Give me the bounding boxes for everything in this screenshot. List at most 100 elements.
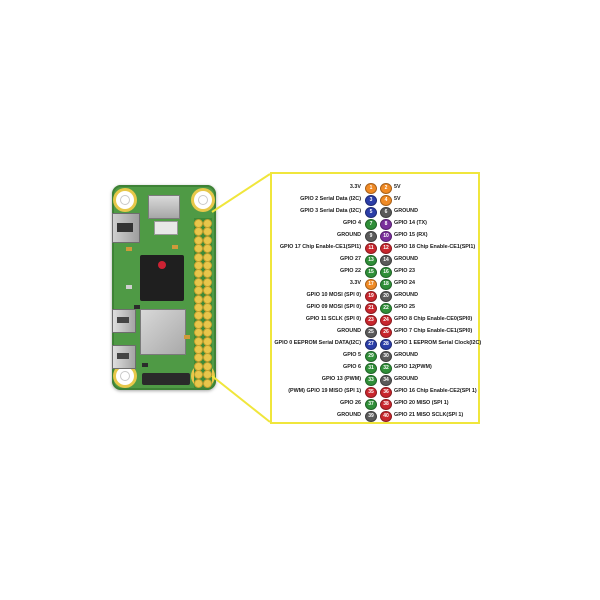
mounting-hole-bottom-left [116, 367, 134, 385]
header-pin-pad [195, 287, 202, 295]
pin-number-32: 32 [380, 363, 392, 374]
pin-number-8: 8 [380, 219, 392, 230]
pin-label-right: GPIO 16 Chip Enable-CE2(SPI 1) [394, 388, 477, 394]
header-pin-pad [204, 278, 211, 286]
header-pin-pad [195, 320, 202, 328]
pin-number-34: 34 [380, 375, 392, 386]
pin-label-left: GPIO 26 [340, 400, 361, 406]
pin-label-left: (PWM) GPIO 19 MISO (SPI 1) [288, 388, 361, 394]
pin-number-38: 38 [380, 399, 392, 410]
pin-number-14: 14 [380, 255, 392, 266]
pin-label-left: GPIO 27 [340, 256, 361, 262]
header-pin-pad [195, 304, 202, 311]
raspberry-pi-zero-board [112, 185, 216, 390]
pin-label-right: GPIO 8 Chip Enable-CE0(SPI0) [394, 316, 473, 322]
pin-label-left: GPIO 09 MOSI (SPI 0) [306, 304, 361, 310]
header-pin-pad [195, 253, 202, 261]
pin-number-40: 40 [380, 411, 392, 422]
pin-label-left: GROUND [337, 232, 361, 238]
component [126, 247, 132, 251]
pin-number-13: 13 [365, 255, 377, 266]
pin-number-15: 15 [365, 267, 377, 278]
pin-number-37: 37 [365, 399, 377, 410]
component [134, 305, 140, 309]
pin-label-left: GPIO 2 Serial Data (I2C) [300, 196, 361, 202]
header-pin-pad [195, 329, 202, 337]
header-pin-pad [204, 362, 211, 370]
pin-label-left: GPIO 5 [343, 352, 361, 358]
pin-number-23: 23 [365, 315, 377, 326]
pin-number-24: 24 [380, 315, 392, 326]
pin-label-right: GPIO 23 [394, 268, 415, 274]
pin-label-right: GROUND [394, 208, 418, 214]
pin-label-right: 5V [394, 184, 401, 190]
pin-label-left: GPIO 22 [340, 268, 361, 274]
pin-label-right: GROUND [394, 292, 418, 298]
header-pin-pad [204, 295, 211, 303]
header-pin-pad [204, 379, 211, 387]
header-pin-pad [204, 236, 211, 244]
pin-number-12: 12 [380, 243, 392, 254]
pin-label-left: GPIO 3 Serial Data (I2C) [300, 208, 361, 214]
header-pin-pad [195, 220, 202, 227]
pin-label-left: GROUND [337, 328, 361, 334]
pin-label-right: GROUND [394, 376, 418, 382]
pin-number-25: 25 [365, 327, 377, 338]
component [126, 285, 132, 289]
pin-number-29: 29 [365, 351, 377, 362]
pin-number-9: 9 [365, 231, 377, 242]
pin-number-22: 22 [380, 303, 392, 314]
header-pin-pad [195, 295, 202, 303]
header-pin-pad [204, 337, 211, 345]
pin-label-right: GROUND [394, 256, 418, 262]
pin-label-right: GPIO 14 (TX) [394, 220, 427, 226]
header-pin-pad [204, 371, 211, 379]
header-pin-pad [204, 228, 211, 236]
header-pin-pad [195, 371, 202, 379]
pin-label-left: GPIO 17 Chip Enable-CE1(SPI1) [279, 244, 361, 250]
gpio-header [194, 218, 212, 388]
pin-number-2: 2 [380, 183, 392, 194]
mounting-hole-top-left [116, 191, 134, 209]
pin-number-1: 1 [365, 183, 377, 194]
header-pin-pad [204, 312, 211, 320]
header-pin-pad [204, 304, 211, 311]
callout-line-bottom [211, 375, 271, 423]
pin-label-right: 5V [394, 196, 401, 202]
pin-label-right: GPIO 25 [394, 304, 415, 310]
pin-label-right: GPIO 15 (RX) [394, 232, 428, 238]
header-pin-pad [204, 346, 211, 353]
pin-number-4: 4 [380, 195, 392, 206]
pin-number-6: 6 [380, 207, 392, 218]
pin-number-5: 5 [365, 207, 377, 218]
pin-label-left: GROUND [337, 412, 361, 418]
pin-number-18: 18 [380, 279, 392, 290]
header-pin-pad [195, 354, 202, 362]
header-pin-pad [204, 320, 211, 328]
header-pin-pad [204, 270, 211, 278]
pin-label-right: GPIO 24 [394, 280, 415, 286]
pin-label-left: GPIO 0 EEPROM Serial DATA(I2C) [274, 340, 361, 346]
pin-label-left: 3.3V [349, 184, 361, 190]
pin-label-left: GPIO 11 SCLK (SPI 0) [305, 316, 361, 322]
header-pin-pad [195, 362, 202, 370]
pin-number-7: 7 [365, 219, 377, 230]
pin-number-33: 33 [365, 375, 377, 386]
label-chip [154, 221, 178, 235]
pin-label-left: GPIO 4 [343, 220, 361, 226]
pin-number-19: 19 [365, 291, 377, 302]
component [184, 335, 190, 339]
pin-number-11: 11 [365, 243, 377, 254]
